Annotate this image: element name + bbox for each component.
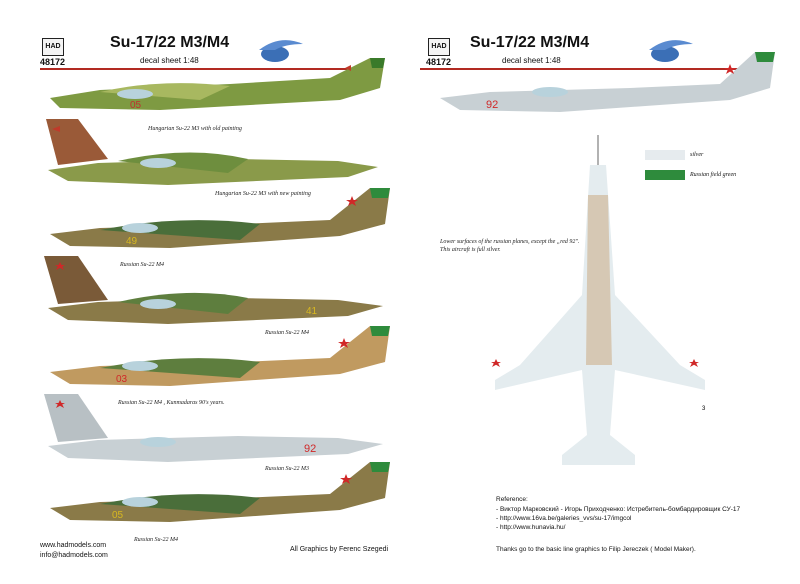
lower-surface-note: Lower surfaces of the russian planes, ex… [440,239,580,253]
legend-label: silver [690,152,704,158]
had-logo: HAD [42,38,64,56]
thanks-note: Thanks go to the basic line graphics to … [496,546,696,553]
page-subtitle: decal sheet 1:48 [502,56,561,65]
aircraft-caption: Russian Su-22 M4 [134,537,178,543]
had-logo: HAD [428,38,450,56]
aircraft-caption: Russian Su-22 M4 [265,330,309,336]
product-code: 48172 [40,57,66,67]
aircraft-number: 05 [112,510,124,521]
aircraft-caption: Russian Su-22 M3 [265,466,309,472]
aircraft-profile-3: 49 [50,188,390,248]
aircraft-number: 92 [304,443,316,455]
aircraft-underside-view: 3 [491,135,706,465]
legend-label: Russian field green [690,172,737,178]
email: info@hadmodels.com [40,552,108,559]
reference-title: Reference: [496,496,528,503]
aircraft-number: 03 [116,374,128,385]
aircraft-number: 41 [306,306,318,317]
aircraft-number: 92 [486,99,498,111]
aircraft-profile-top-right: 92 [440,52,775,112]
header-divider [420,68,765,70]
wing-emblem-icon [649,40,693,62]
graphics-credit: All Graphics by Ferenc Szegedi [290,546,389,553]
aircraft-caption: Hungarian Su-22 M3 with old painting [148,126,242,132]
aircraft-profile-1: 05 [50,58,385,111]
page-title: Su-17/22 M3/M4 [470,34,590,51]
website: www.hadmodels.com [40,542,107,549]
legend-swatch-green [645,170,685,180]
product-code: 48172 [426,57,452,67]
reference-item: - http://www.hunavia.hu/ [496,524,566,531]
page-title: Su-17/22 M3/M4 [110,34,230,51]
aircraft-number: 05 [130,100,142,111]
callout-number: 3 [702,406,706,412]
aircraft-profile-7: 05 [50,462,390,522]
legend-swatch-silver [645,150,685,160]
page-subtitle: decal sheet 1:48 [140,56,199,65]
aircraft-profile-4: 41 [44,256,383,324]
aircraft-number: 49 [126,236,138,247]
reference-item: - Виктор Марковский - Игорь Приходченко:… [496,506,741,513]
aircraft-caption: Russian Su-22 M4 , Kunmadaras 90's years… [118,400,225,406]
aircraft-profile-2 [46,119,378,185]
wing-emblem-icon [259,40,303,62]
aircraft-caption: Russian Su-22 M4 [120,262,164,268]
aircraft-caption: Hungarian Su-22 M3 with new painting [215,191,311,197]
header-divider [40,68,380,70]
reference-item: - http://www.16va.be/galeries_vvs/su-17/… [496,515,632,522]
aircraft-profile-5: 03 [50,326,390,386]
aircraft-profile-6: 92 [44,394,383,462]
